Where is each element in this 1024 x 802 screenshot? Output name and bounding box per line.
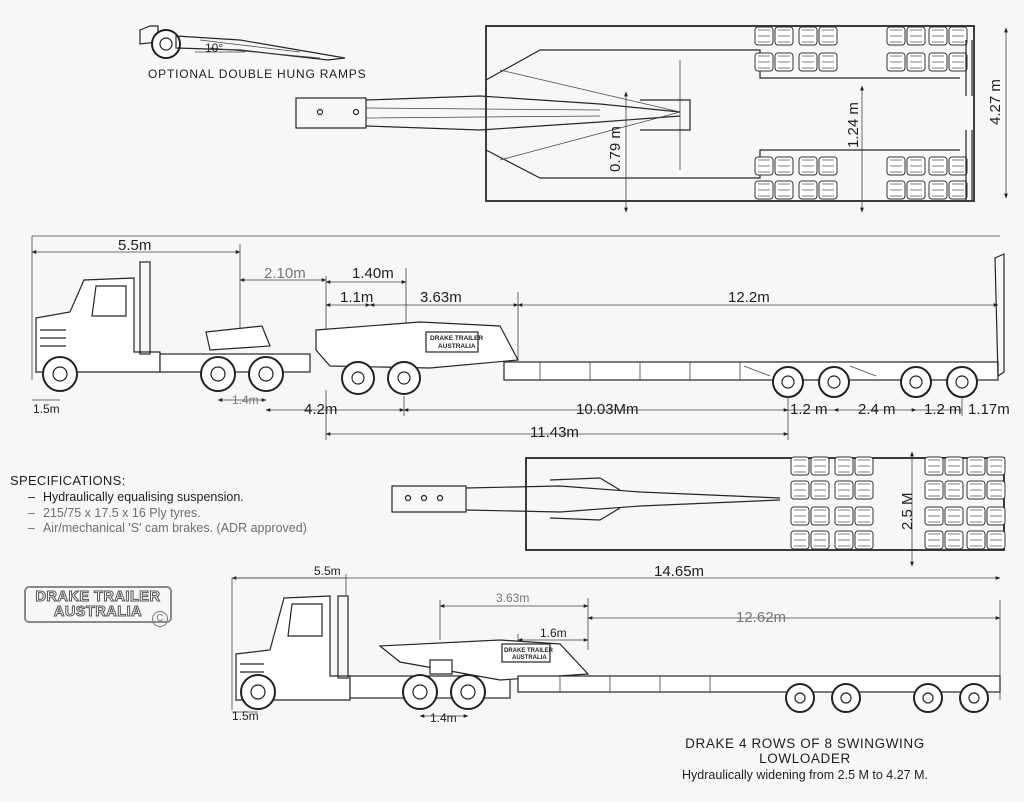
sv2-dim-14-65m: 14.65m — [654, 563, 704, 580]
sv1-dim-11-43m: 11.43m — [530, 424, 579, 441]
ramps-detail: 10° OPTIONAL DOUBLE HUNG RAMPS — [139, 25, 366, 81]
plan-width-wide-label: 4.27 m — [987, 79, 1004, 125]
sv2-dim-3-63m: 3.63m — [496, 591, 529, 605]
deck-1 — [503, 253, 1005, 398]
logo-line1: DRAKE TRAILER — [35, 589, 161, 605]
sv1-dim-5-5m: 5.5m — [118, 237, 151, 254]
sv1-dim-1-5m: 1.5m — [33, 402, 60, 416]
plan-view-widened: 4.27 m 1.24 m 0.79 m — [295, 25, 1008, 213]
drawing-caption: DRAKE 4 ROWS OF 8 SWINGWING LOWLOADER Hy… — [640, 736, 970, 782]
sv1-dim-1-40m: 1.40m — [352, 265, 394, 282]
sv2-dim-1-4m: 1.4m — [430, 711, 457, 725]
sv1-dim-2-10m: 2.10m — [264, 265, 306, 282]
tyre-group-upper — [755, 27, 967, 71]
prime-mover-1 — [35, 261, 311, 392]
specifications-list: Hydraulically equalising suspension. 215… — [10, 490, 307, 537]
sv1-dim-3-63m: 3.63m — [420, 289, 462, 306]
plan-neck-width-label: 0.79 m — [607, 126, 624, 172]
sv1-dim-4-2m: 4.2m — [304, 401, 337, 418]
sv1-dim-1-4m: 1.4m — [232, 393, 259, 407]
sv1-panel-line1: DRAKE TRAILER — [430, 335, 483, 342]
plan-inner-width-label: 1.24 m — [845, 102, 862, 148]
prime-mover-2 — [235, 595, 511, 710]
sv2-dim-12-62m: 12.62m — [736, 609, 786, 626]
sv1-dim-2-4m: 2.4 m — [858, 401, 896, 418]
side-view-1: 5.5m 2.10m 1.40m 1.1m 3.63m 12.2m DRAK — [31, 235, 1010, 441]
copyright-mark: C — [152, 611, 168, 627]
drawing-title: DRAKE 4 ROWS OF 8 SWINGWING LOWLOADER — [685, 736, 925, 766]
tyre-group-narrow — [791, 457, 1005, 549]
side-view-2: 14.65m 5.5m 3.63m 12.62m 1.6m DRAKE TRAI… — [231, 563, 1001, 725]
sv1-dim-1-1m: 1.1m — [340, 289, 373, 306]
sv1-dim-1-2m-b: 1.2 m — [924, 401, 962, 418]
spec-item: 215/75 x 17.5 x 16 Ply tyres. — [10, 506, 307, 522]
logo-line2: AUSTRALIA — [53, 604, 143, 620]
sv1-dim-10-03m: 10.03Mm — [576, 401, 639, 418]
spec-item: Hydraulically equalising suspension. — [10, 490, 307, 506]
sv2-dim-1-5m: 1.5m — [232, 709, 259, 723]
gooseneck-1: DRAKE TRAILER AUSTRALIA — [315, 321, 519, 395]
sv1-dim-1-2m-a: 1.2 m — [790, 401, 828, 418]
sv1-dim-12-2m: 12.2m — [728, 289, 770, 306]
sv2-dim-1-6m: 1.6m — [540, 626, 567, 640]
ramps-caption: OPTIONAL DOUBLE HUNG RAMPS — [148, 67, 366, 81]
specifications-heading: SPECIFICATIONS: — [10, 473, 126, 488]
plan-view-narrow: 2.5 M — [391, 451, 1005, 567]
sv1-panel-line2: AUSTRALIA — [438, 343, 476, 350]
gooseneck-2: DRAKE TRAILER AUSTRALIA — [378, 639, 590, 681]
specifications-block: SPECIFICATIONS: Hydraulically equalising… — [10, 473, 307, 537]
drawing-subtitle: Hydraulically widening from 2.5 M to 4.2… — [682, 768, 928, 782]
sv1-dim-1-17m: 1.17m — [968, 401, 1010, 418]
drake-trailer-logo: DRAKE TRAILER AUSTRALIA — [24, 586, 172, 623]
sv2-panel-line1: DRAKE TRAILER — [504, 648, 554, 654]
deck-2 — [517, 675, 1001, 713]
spec-item: Air/mechanical 'S' cam brakes. (ADR appr… — [10, 521, 307, 537]
sv2-dim-5-5m: 5.5m — [314, 564, 341, 578]
sv2-panel-line2: AUSTRALIA — [512, 655, 547, 661]
plan-width-narrow-label: 2.5 M — [899, 492, 916, 530]
tyre-group-lower — [755, 157, 967, 199]
ramp-angle-label: 10° — [205, 41, 223, 55]
